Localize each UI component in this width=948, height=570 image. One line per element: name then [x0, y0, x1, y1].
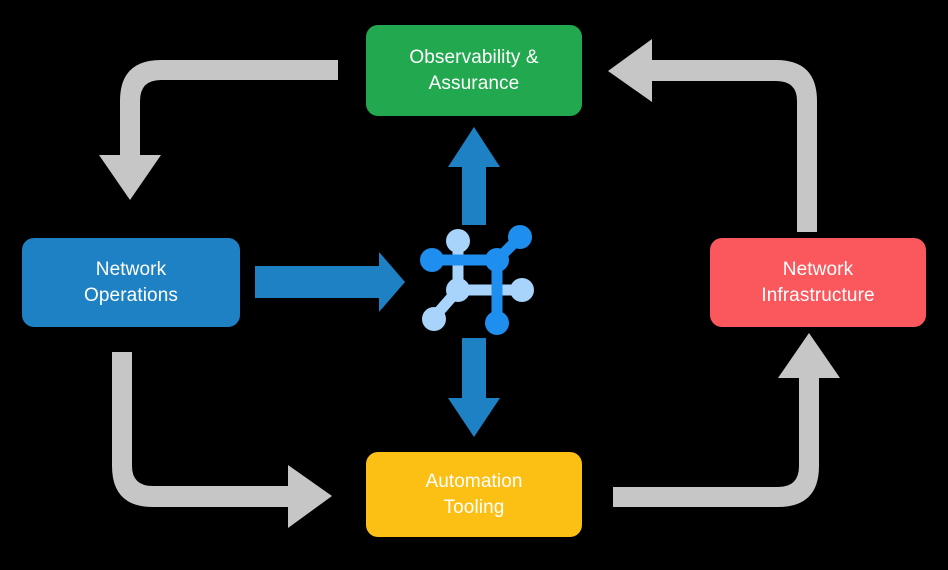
network-node-mid-left: [446, 278, 470, 302]
network-icon-light-nodes: [422, 229, 534, 331]
network-icon-dark-nodes: [420, 225, 532, 335]
node-network-operations[interactable]: Network Operations: [22, 238, 240, 327]
arrow-automation-to-infrastructure: [613, 333, 840, 507]
network-node-mid-right: [510, 278, 534, 302]
arrow-infrastructure-to-observability: [608, 39, 817, 232]
node-automation-label: Automation Tooling: [425, 471, 523, 518]
arrow-observability-to-operations: [99, 60, 338, 200]
arrow-operations-to-automation: [112, 352, 332, 528]
network-node-left: [420, 248, 444, 272]
network-node-bottom-left: [422, 307, 446, 331]
network-node-top-left: [446, 229, 470, 253]
network-node-bottom: [485, 311, 509, 335]
node-automation-tooling[interactable]: Automation Tooling: [366, 452, 582, 537]
arrow-center-right: [255, 252, 405, 312]
node-observability-label: Observability & Assurance: [409, 47, 539, 94]
network-node-hub: [485, 248, 509, 272]
node-infrastructure-label: Network Infrastructure: [761, 259, 875, 306]
arrow-center-down: [448, 338, 500, 437]
arrow-center-up: [448, 127, 500, 225]
node-observability-assurance[interactable]: Observability & Assurance: [366, 25, 582, 116]
node-operations-label: Network Operations: [84, 259, 178, 306]
network-node-top-right: [508, 225, 532, 249]
node-network-infrastructure[interactable]: Network Infrastructure: [710, 238, 926, 327]
network-topology-icon: [420, 225, 534, 335]
